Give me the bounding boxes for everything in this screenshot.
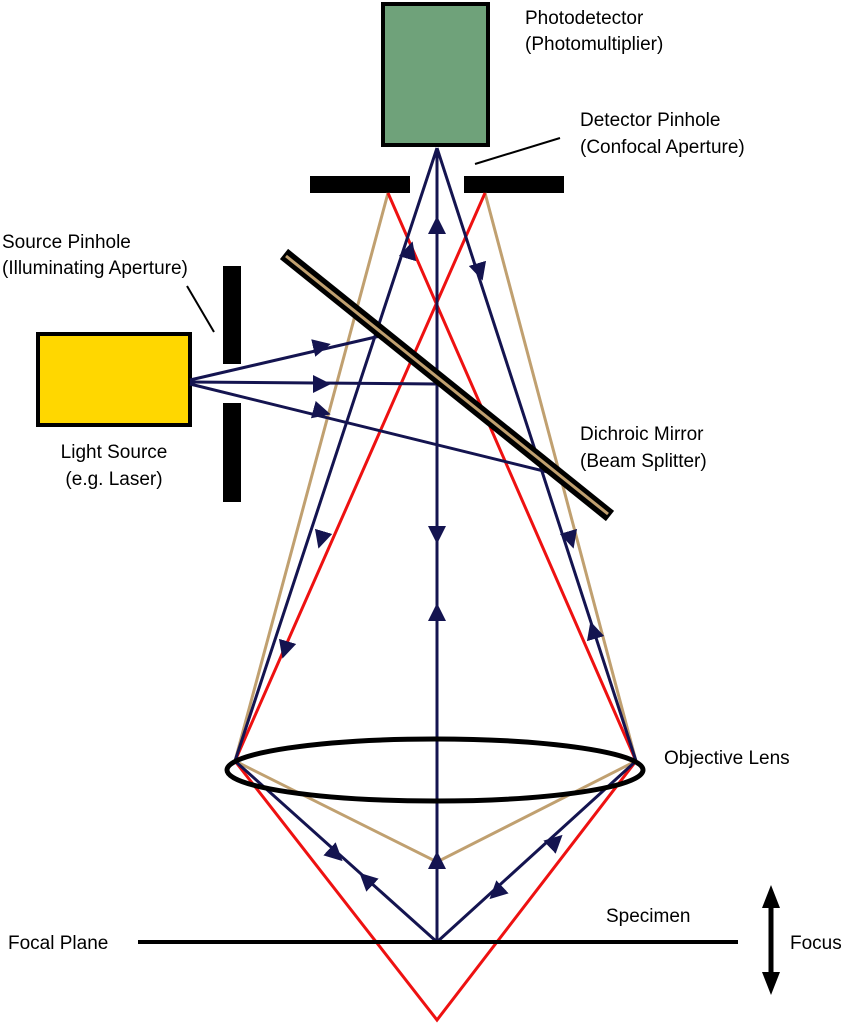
light-source-box: [36, 332, 192, 427]
arrow-14: [323, 842, 343, 862]
dichroic-mirror-label-line1: Dichroic Mirror: [580, 424, 704, 445]
source-pinhole-top-plate: [223, 266, 241, 364]
arrow-10: [314, 528, 333, 549]
detector-pinhole-right-plate: [464, 176, 564, 193]
detector-pinhole-left-plate: [310, 176, 410, 193]
detector-pinhole-leader-line: [474, 137, 561, 165]
detector-pinhole-label-line1: Detector Pinhole: [580, 110, 720, 131]
source-pinhole-label-line2: (Illuminating Aperture): [2, 258, 188, 279]
red-out-of-focus-rays: [233, 192, 638, 1023]
photodetector-label-line1: Photodetector: [525, 8, 644, 29]
arrow-11: [559, 528, 578, 549]
source-pinhole-bottom-plate: [223, 403, 241, 502]
light-source-label-line2: (e.g. Laser): [65, 469, 162, 490]
arrow-8: [398, 241, 417, 262]
objective-lens: [224, 736, 646, 804]
navy-light-rays: [189, 147, 638, 944]
specimen-label: Specimen: [606, 906, 691, 927]
dichroic-mirror-label-line2: (Beam Splitter): [580, 451, 707, 472]
photodetector-box: [381, 2, 490, 147]
source-pinhole-label-line1: Source Pinhole: [2, 232, 131, 253]
photodetector-label-line2: (Photomultiplier): [525, 34, 663, 55]
focus-double-arrow: [762, 885, 780, 995]
light-source-label-line1: Light Source: [61, 442, 168, 463]
objective-lens-label: Objective Lens: [664, 748, 790, 769]
focus-label: Focus: [790, 933, 842, 954]
source-pinhole-leader-line: [186, 285, 215, 333]
dichroic-mirror-core: [285, 254, 609, 516]
focal-plane-label: Focal Plane: [8, 933, 108, 954]
detector-pinhole-label-line2: (Confocal Aperture): [580, 137, 745, 158]
